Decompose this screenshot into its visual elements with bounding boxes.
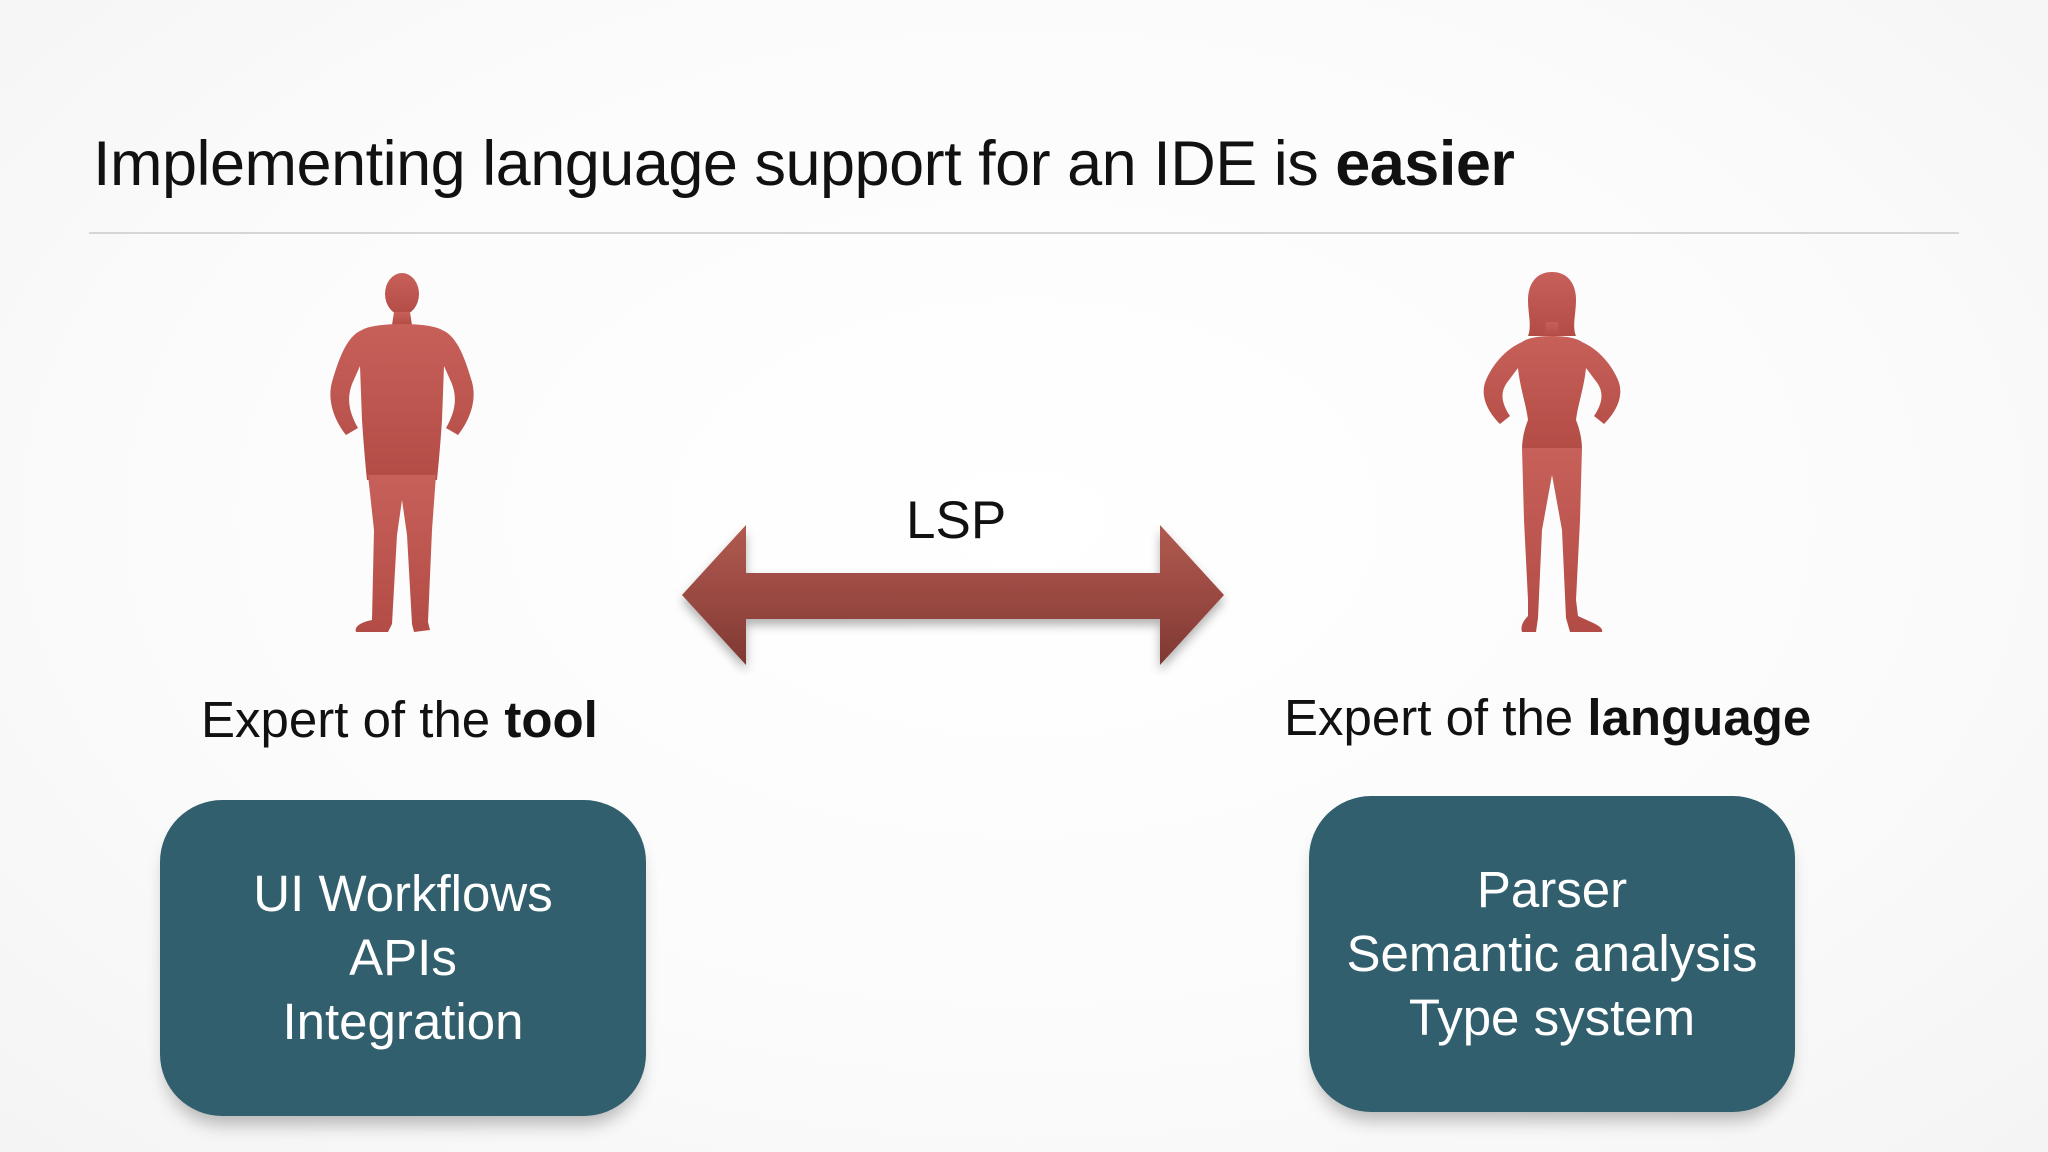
box-line: APIs [349,929,457,986]
lsp-label: LSP [906,491,1007,550]
caption-tool-expert: Expert of the tool [201,690,598,749]
tool-responsibilities-box: UI Workflows APIs Integration [160,800,646,1116]
man-silhouette-icon [322,270,482,640]
caption-tool-prefix: Expert of the [201,691,505,748]
box-line: Type system [1408,989,1696,1046]
language-responsibilities-box: Parser Semantic analysis Type system [1309,796,1795,1112]
box-line: Integration [282,993,524,1050]
title-prefix: Implementing language support for an IDE… [93,129,1336,199]
box-line: UI Workflows [253,865,553,922]
caption-language-expert: Expert of the language [1284,688,1811,747]
caption-language-prefix: Expert of the [1284,689,1588,746]
title-divider [89,232,1959,234]
caption-tool-emphasis: tool [504,691,598,748]
caption-language-emphasis: language [1587,689,1812,746]
box-line: Parser [1476,861,1628,918]
slide-title: Implementing language support for an IDE… [93,128,1515,200]
box-line: Semantic analysis [1346,925,1758,982]
title-emphasis: easier [1335,129,1515,199]
woman-silhouette-icon [1472,270,1632,640]
double-arrow-icon [676,515,1230,675]
